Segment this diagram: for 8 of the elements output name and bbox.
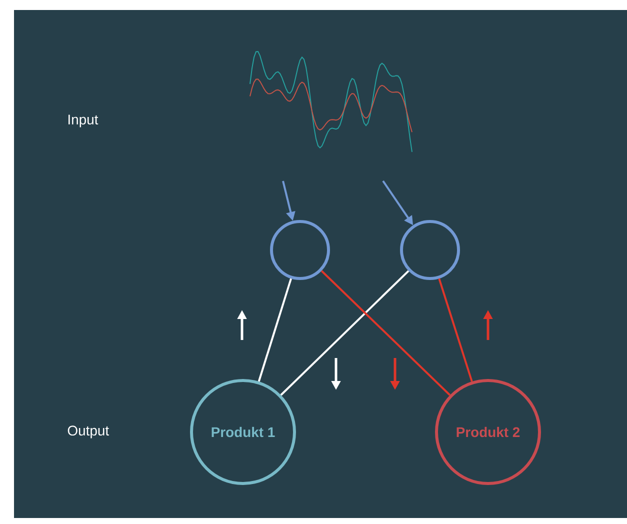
connection-line	[438, 278, 473, 382]
row-label: Input	[68, 114, 98, 128]
connection-line	[320, 270, 451, 396]
connection-line	[280, 270, 410, 396]
connection-line	[258, 278, 292, 382]
neuron-circle	[400, 220, 460, 280]
row-label: Output	[68, 426, 109, 438]
neuron-circle	[270, 220, 330, 280]
